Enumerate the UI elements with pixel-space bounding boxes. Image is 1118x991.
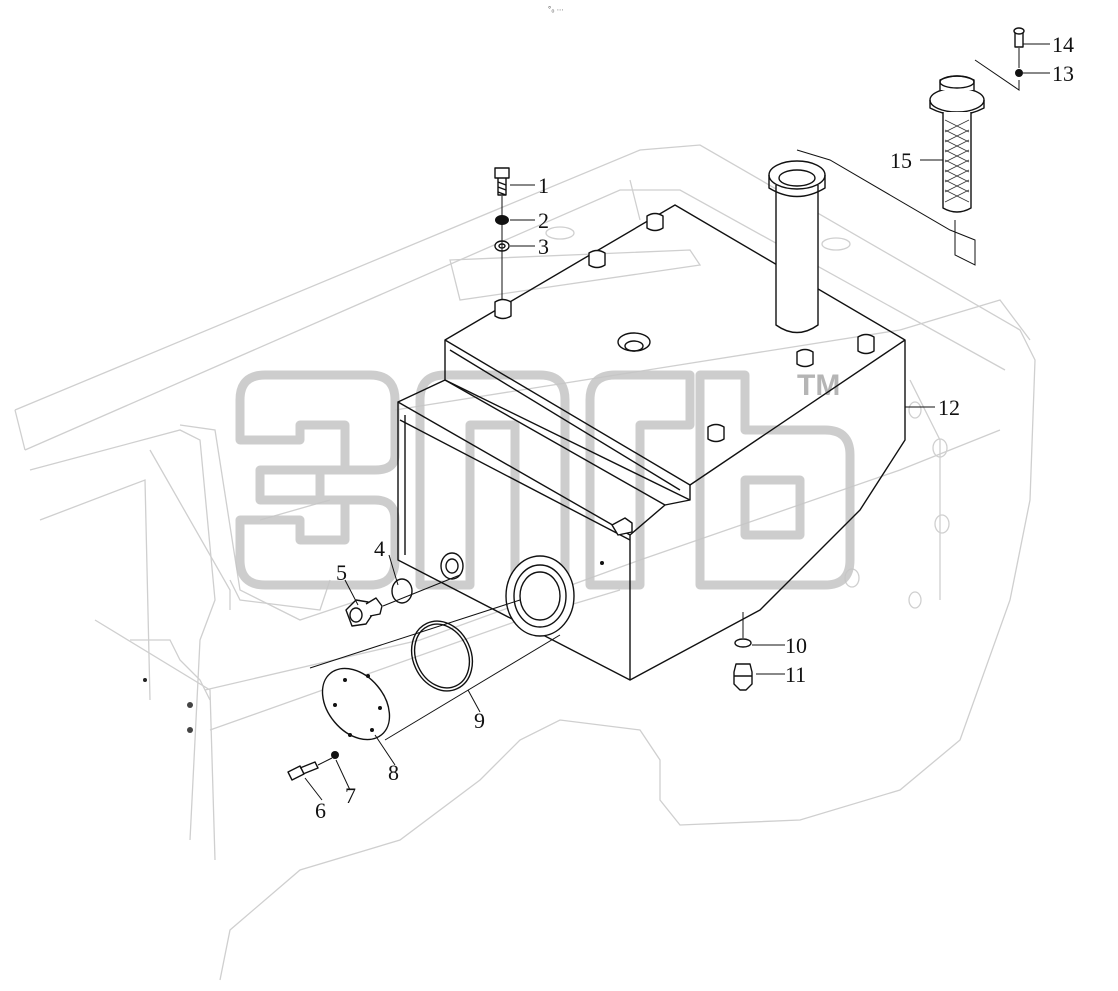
trademark-mark: TM xyxy=(797,369,840,402)
callout-2: 2 xyxy=(538,208,549,233)
callout-14: 14 xyxy=(1052,32,1074,57)
breather-filter xyxy=(796,27,1025,266)
callout-10: 10 xyxy=(785,633,807,658)
callout-11: 11 xyxy=(785,662,806,687)
callout-4: 4 xyxy=(374,536,385,561)
drain-plug-assembly xyxy=(733,612,753,691)
callout-5: 5 xyxy=(336,560,347,585)
callout-8: 8 xyxy=(388,760,399,785)
callout-12: 12 xyxy=(938,395,960,420)
callout-1: 1 xyxy=(538,173,549,198)
callout-15: 15 xyxy=(890,148,912,173)
tank-body xyxy=(397,204,906,681)
filler-neck xyxy=(768,160,826,334)
callout-leaders xyxy=(304,43,1050,801)
callout-6: 6 xyxy=(315,798,326,823)
watermark-logo: TM xyxy=(235,369,855,590)
callout-13: 13 xyxy=(1052,61,1074,86)
tank-side-ports xyxy=(440,552,604,637)
callout-labels: 1 2 3 4 5 6 7 8 9 10 11 12 13 14 15 xyxy=(315,32,1074,823)
callout-7: 7 xyxy=(345,783,356,808)
cover-assembly xyxy=(287,599,561,781)
callout-3: 3 xyxy=(538,234,549,259)
top-fasteners xyxy=(494,167,510,300)
callout-9: 9 xyxy=(474,708,485,733)
plug-and-oring xyxy=(345,574,461,627)
tank-bosses xyxy=(494,212,875,443)
header-mark: °₀ ∙∙∙ xyxy=(548,5,563,14)
